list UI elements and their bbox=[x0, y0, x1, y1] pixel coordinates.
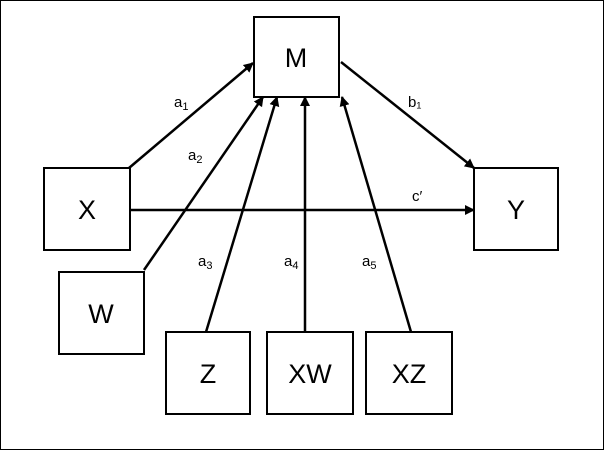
node-x-label: X bbox=[78, 195, 96, 225]
arrow-w-to-m bbox=[142, 96, 265, 271]
node-m: M bbox=[253, 16, 340, 98]
node-x: X bbox=[43, 167, 131, 251]
path-label-a5: a5 bbox=[362, 253, 376, 272]
arrow-z-to-m bbox=[204, 96, 280, 333]
node-xw-label: XW bbox=[288, 359, 332, 389]
node-z-label: Z bbox=[200, 359, 217, 389]
path-label-a4: a4 bbox=[284, 253, 298, 272]
node-w-label: W bbox=[88, 299, 114, 329]
node-y: Y bbox=[473, 167, 559, 251]
node-xz-label: XZ bbox=[392, 359, 427, 389]
node-xz: XZ bbox=[365, 331, 453, 415]
node-w: W bbox=[58, 271, 145, 355]
node-m-label: M bbox=[285, 43, 308, 73]
path-label-a2: a2 bbox=[188, 147, 202, 166]
node-z: Z bbox=[165, 331, 251, 415]
path-label-c-prime: c′ bbox=[412, 188, 423, 205]
arrow-x-to-m bbox=[128, 62, 254, 169]
path-label-a1: a1 bbox=[174, 94, 188, 113]
node-xw: XW bbox=[266, 331, 354, 415]
path-label-a3: a3 bbox=[198, 253, 212, 272]
arrow-m-to-y bbox=[340, 61, 475, 169]
arrow-xz-to-m bbox=[339, 96, 413, 333]
node-y-label: Y bbox=[507, 195, 525, 225]
path-label-b1: b₁ bbox=[408, 94, 421, 111]
